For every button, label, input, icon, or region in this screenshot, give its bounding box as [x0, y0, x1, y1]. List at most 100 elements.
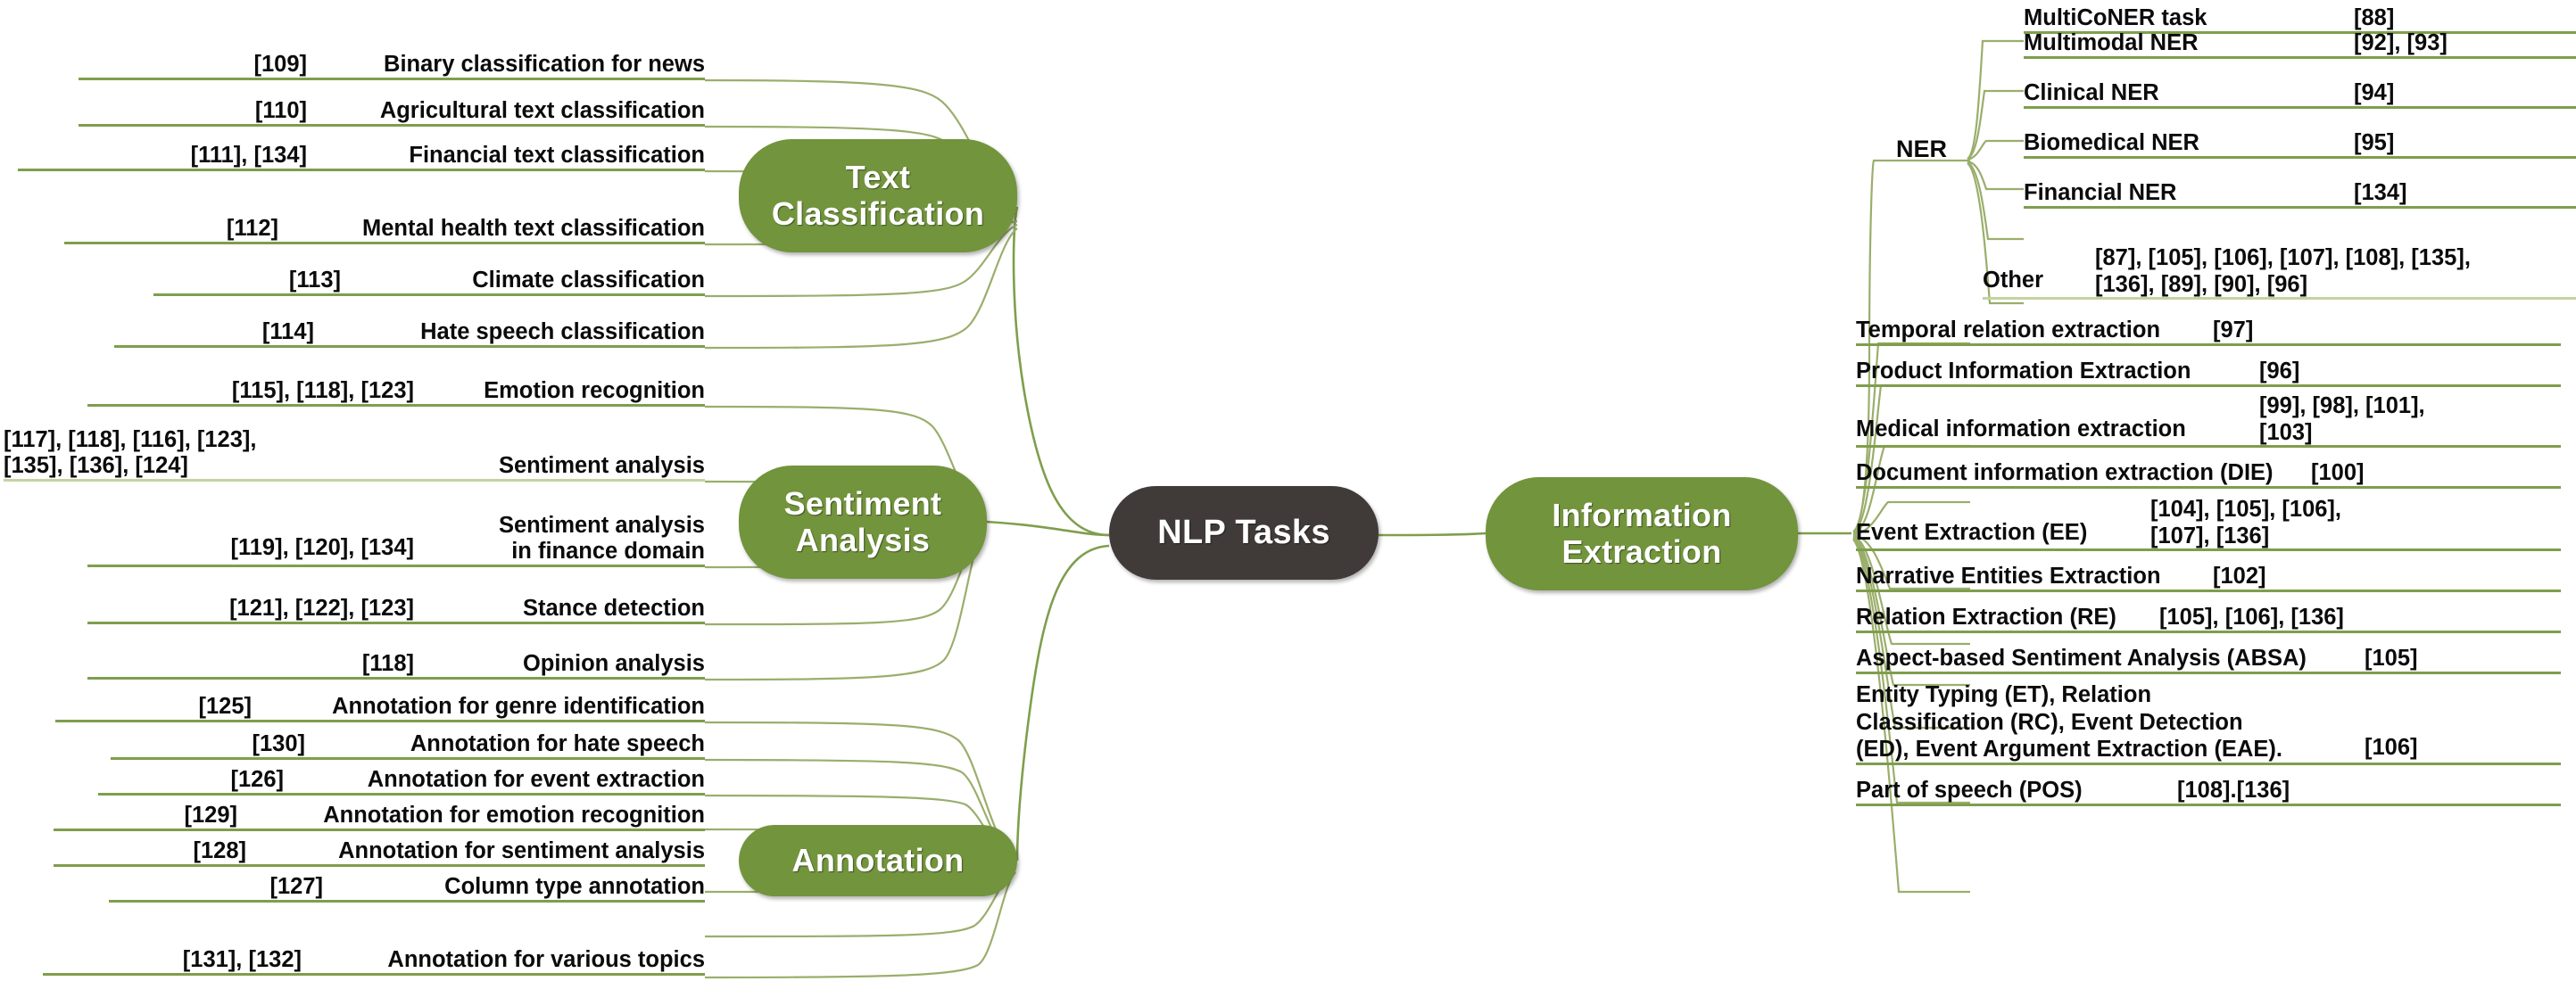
- root-node-nlp-tasks[interactable]: NLP Tasks: [1109, 486, 1379, 580]
- branch-label-sentiment-analysis: Sentiment Analysis: [783, 485, 942, 558]
- branch-node-sentiment-analysis[interactable]: Sentiment Analysis: [739, 466, 987, 579]
- leaf-row[interactable]: [121], [122], [123] Stance detection: [87, 585, 705, 624]
- leaf-row[interactable]: [126] Annotation for event extraction: [98, 756, 705, 796]
- leaf-label: Temporal relation extraction: [1856, 317, 2161, 343]
- leaf-underline: [4, 479, 705, 482]
- leaf-label: Column type annotation: [444, 874, 705, 900]
- leaf-label: Clinical NER: [2024, 80, 2159, 106]
- leaf-refs: [109]: [253, 52, 307, 78]
- leaf-underline: [79, 78, 705, 80]
- leaf-label: Climate classification: [472, 268, 705, 293]
- leaf-row[interactable]: Document information extraction (DIE) [1…: [1856, 449, 2561, 489]
- leaf-row[interactable]: [112] Mental health text classification: [64, 205, 705, 244]
- leaf-refs: [96]: [2259, 359, 2300, 384]
- leaf-row[interactable]: [111], [134] Financial text classificati…: [18, 132, 705, 171]
- leaf-row[interactable]: Entity Typing (ET), Relation Classificat…: [1856, 676, 2561, 765]
- leaf-label: Biomedical NER: [2024, 130, 2199, 156]
- leaf-underline: [1856, 343, 2561, 346]
- leaf-row[interactable]: Product Information Extraction [96]: [1856, 348, 2561, 387]
- leaf-underline: [1856, 763, 2561, 765]
- leaf-underline: [18, 169, 705, 171]
- leaf-refs: [105], [106], [136]: [2159, 605, 2344, 631]
- leaf-label: Annotation for hate speech: [410, 731, 705, 757]
- leaf-row[interactable]: [127] Column type annotation: [109, 863, 705, 903]
- leaf-row[interactable]: [119], [120], [134] Sentiment analysis i…: [87, 485, 705, 567]
- leaf-refs: [111], [134]: [190, 143, 307, 169]
- leaf-label: Binary classification for news: [384, 52, 705, 78]
- leaf-label: Opinion analysis: [522, 651, 705, 677]
- sub-branch-label-ner: NER: [1896, 136, 1948, 162]
- leaf-label: Sentiment analysis in finance domain: [498, 512, 705, 565]
- leaf-underline: [109, 900, 705, 903]
- leaf-label: Annotation for genre identification: [332, 694, 705, 720]
- branch-label-information-extraction: Information Extraction: [1552, 497, 1732, 570]
- leaf-row[interactable]: [118] Opinion analysis: [87, 640, 705, 680]
- leaf-refs: [97]: [2213, 317, 2254, 343]
- leaf-refs: [87], [105], [106], [107], [108], [135],…: [2095, 244, 2471, 297]
- leaf-refs: [106]: [2365, 735, 2418, 761]
- leaf-row[interactable]: Narrative Entities Extraction [102]: [1856, 553, 2561, 592]
- leaf-label: Entity Typing (ET), Relation Classificat…: [1856, 682, 2282, 763]
- leaf-row[interactable]: Temporal relation extraction [97]: [1856, 307, 2561, 346]
- leaf-refs: [126]: [230, 767, 284, 793]
- leaf-row[interactable]: [125] Annotation for genre identificatio…: [55, 683, 705, 722]
- leaf-row[interactable]: [130] Annotation for hate speech: [111, 721, 705, 760]
- branch-label-annotation: Annotation: [791, 841, 965, 878]
- leaf-label: Medical information extraction: [1856, 416, 2186, 442]
- leaf-underline: [87, 677, 705, 680]
- leaf-row[interactable]: Event Extraction (EE) [104], [105], [106…: [1856, 491, 2561, 551]
- leaf-label: MultiCoNER task: [2024, 5, 2207, 31]
- leaf-row[interactable]: Clinical NER [94]: [2024, 70, 2576, 109]
- leaf-refs: [108].[136]: [2177, 778, 2290, 804]
- leaf-row[interactable]: Aspect-based Sentiment Analysis (ABSA) […: [1856, 635, 2561, 674]
- leaf-refs: [131], [132]: [182, 947, 302, 973]
- leaf-row[interactable]: [109] Binary classification for news: [79, 41, 705, 80]
- leaf-refs: [119], [120], [134]: [230, 535, 414, 561]
- leaf-underline: [111, 757, 705, 760]
- leaf-row[interactable]: Part of speech (POS) [108].[136]: [1856, 767, 2561, 806]
- leaf-row[interactable]: [131], [132] Annotation for various topi…: [43, 936, 705, 976]
- leaf-row[interactable]: Medical information extraction [99], [98…: [1856, 389, 2561, 448]
- leaf-refs: [117], [118], [116], [123], [135], [136]…: [4, 426, 257, 479]
- leaf-underline: [1856, 548, 2561, 551]
- leaf-label: Sentiment analysis: [498, 453, 705, 479]
- leaf-label: Part of speech (POS): [1856, 778, 2083, 804]
- leaf-label: Multimodal NER: [2024, 30, 2199, 56]
- leaf-row[interactable]: Other [87], [105], [106], [107], [108], …: [1983, 214, 2576, 300]
- leaf-refs: [118]: [361, 651, 414, 677]
- leaf-row[interactable]: MultiCoNER task [88]: [2024, 0, 2576, 34]
- leaf-row[interactable]: [114] Hate speech classification: [114, 309, 705, 348]
- leaf-refs: [88]: [2354, 5, 2395, 31]
- leaf-refs: [102]: [2213, 564, 2266, 590]
- leaf-label: Annotation for various topics: [387, 947, 705, 973]
- leaf-label: Financial text classification: [409, 143, 705, 169]
- branch-node-annotation[interactable]: Annotation: [739, 825, 1017, 896]
- leaf-refs: [130]: [252, 731, 305, 757]
- leaf-row[interactable]: [113] Climate classification: [153, 257, 705, 296]
- leaf-row[interactable]: [117], [118], [116], [123], [135], [136]…: [4, 401, 705, 482]
- leaf-row[interactable]: [115], [118], [123] Emotion recognition: [87, 367, 705, 407]
- leaf-row[interactable]: [110] Agricultural text classification: [79, 87, 705, 127]
- leaf-label: Emotion recognition: [484, 378, 705, 404]
- leaf-row[interactable]: Biomedical NER [95]: [2024, 120, 2576, 159]
- leaf-underline: [54, 864, 705, 867]
- branch-node-text-classification[interactable]: Text Classification: [739, 139, 1017, 252]
- leaf-label: Agricultural text classification: [379, 98, 705, 124]
- leaf-row[interactable]: Relation Extraction (RE) [105], [106], […: [1856, 594, 2561, 633]
- leaf-underline: [2024, 156, 2576, 159]
- leaf-refs: [94]: [2354, 80, 2395, 106]
- branch-node-information-extraction[interactable]: Information Extraction: [1486, 477, 1798, 590]
- leaf-refs: [95]: [2354, 130, 2395, 156]
- leaf-underline: [55, 720, 705, 722]
- leaf-underline: [87, 565, 705, 567]
- leaf-row[interactable]: Financial NER [134]: [2024, 169, 2576, 209]
- leaf-refs: [128]: [193, 838, 246, 864]
- leaf-label: Hate speech classification: [420, 319, 705, 345]
- leaf-refs: [125]: [198, 694, 252, 720]
- leaf-row[interactable]: Multimodal NER [92], [93]: [2024, 20, 2576, 59]
- leaf-underline: [98, 793, 705, 796]
- leaf-row[interactable]: [128] Annotation for sentiment analysis: [54, 828, 705, 867]
- leaf-refs: [99], [98], [101], [103]: [2259, 392, 2425, 445]
- leaf-row[interactable]: [129] Annotation for emotion recognition: [54, 792, 705, 831]
